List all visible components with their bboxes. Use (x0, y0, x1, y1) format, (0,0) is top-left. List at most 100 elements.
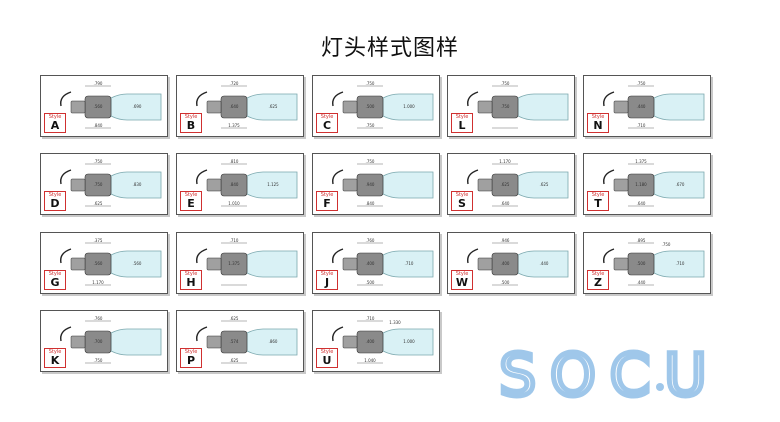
dimension-label: .400 (366, 261, 375, 266)
glass-envelope (246, 93, 298, 121)
dimension-label: 1.000 (403, 339, 415, 344)
style-word: Style (184, 114, 198, 120)
dimension-label: .710 (676, 261, 685, 266)
lead-wire (196, 248, 208, 264)
style-letter: C (322, 119, 332, 132)
lead-wire (60, 91, 72, 107)
dimension-label: .750 (94, 358, 103, 363)
style-word: Style (591, 192, 605, 198)
base-pin (206, 257, 222, 271)
lead-wire (467, 248, 479, 264)
dimension-label: .940 (366, 182, 375, 187)
dimension-label: .760 (366, 238, 375, 243)
base-pin (70, 257, 86, 271)
base-pin (342, 257, 358, 271)
lamp-base-drawing: .760.400.500.710 (332, 238, 434, 286)
lead-wire (332, 326, 344, 342)
base-pin (477, 178, 493, 192)
dimension-label: .640 (637, 201, 646, 206)
lead-wire (467, 169, 479, 185)
style-word: Style (184, 192, 198, 198)
dimension-label: .840 (230, 182, 239, 187)
lead-wire (603, 91, 615, 107)
dimension-label: 1.330 (389, 320, 401, 325)
style-word: Style (455, 192, 469, 198)
dimension-label: .500 (637, 261, 646, 266)
lamp-base-drawing: 1.170.625.640.625 (467, 159, 569, 207)
style-word: Style (455, 114, 469, 120)
page-title: 灯头样式图样 (320, 36, 459, 61)
lead-wire (60, 326, 72, 342)
base-pin (477, 257, 493, 271)
dimension-label: 1.010 (228, 201, 240, 206)
style-word: Style (184, 349, 198, 355)
style-word: Style (48, 192, 62, 198)
base-pin (613, 100, 629, 114)
lamp-base-drawing: .895.500.440.710.750 (603, 238, 705, 286)
lamp-base-drawing: .750.750.625.830 (60, 159, 162, 207)
dimension-label: .625 (269, 104, 278, 109)
base-pin (477, 100, 493, 114)
dimension-label: .440 (540, 261, 549, 266)
dimension-label: .750 (501, 81, 510, 86)
style-word: Style (48, 349, 62, 355)
dimension-label: .375 (94, 238, 103, 243)
style-letter: L (458, 119, 466, 132)
lamp-base-drawing: .790.560.840.690 (60, 81, 162, 129)
style-letter: H (186, 276, 196, 289)
base-pin (342, 335, 358, 349)
lamp-base-drawing: .750.940.840 (332, 159, 434, 207)
glass-envelope (517, 93, 569, 121)
lead-wire (60, 248, 72, 264)
dimension-label: .750 (366, 81, 375, 86)
glass-envelope (382, 250, 434, 278)
dimension-label: .895 (637, 238, 646, 243)
style-letter: J (324, 276, 330, 289)
glass-envelope (246, 328, 298, 356)
dimension-label: 1.040 (364, 358, 376, 363)
glass-envelope (110, 250, 162, 278)
style-letter: E (187, 197, 195, 210)
glass-envelope (246, 171, 298, 199)
style-letter: K (50, 354, 60, 367)
base-pin (613, 178, 629, 192)
base-pin (70, 335, 86, 349)
style-letter: G (50, 276, 60, 289)
dimension-label: .440 (637, 104, 646, 109)
style-word: Style (48, 271, 62, 277)
dimension-label: .640 (230, 104, 239, 109)
dimension-label: .625 (94, 201, 103, 206)
dimension-label: .500 (501, 280, 510, 285)
lamp-base-drawing: .750.440.710 (603, 81, 705, 129)
dimension-label: .750 (366, 159, 375, 164)
glass-envelope (382, 93, 434, 121)
dimension-label: .640 (501, 201, 510, 206)
dimension-label: 1.170 (499, 159, 511, 164)
dimension-label: .400 (366, 339, 375, 344)
dimension-label: .750 (501, 104, 510, 109)
style-letter: Z (594, 276, 602, 289)
lead-wire (332, 91, 344, 107)
lead-wire (467, 91, 479, 107)
